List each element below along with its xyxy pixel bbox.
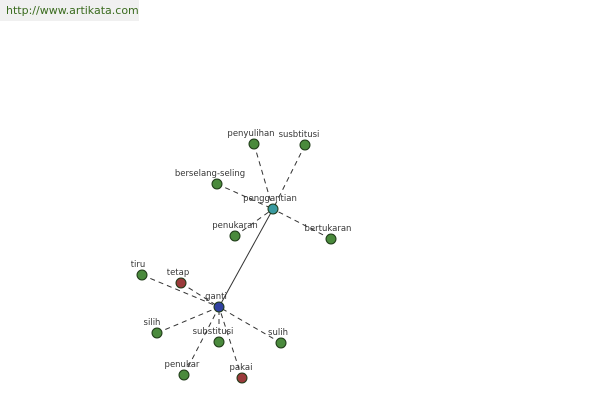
label-substitusi: substitusi (193, 327, 234, 337)
label-bertukaran: bertukaran (305, 224, 352, 234)
node-penukaran (229, 230, 241, 242)
edge-penukar-ganti (183, 306, 220, 376)
node-penukar (178, 369, 190, 381)
node-susbtitusi (299, 139, 311, 151)
edge-penyulihan-penggantian (253, 143, 274, 210)
node-penggantian (267, 203, 279, 215)
edge-susbtitusi-penggantian (272, 144, 306, 210)
node-bertukaran (325, 233, 337, 245)
node-ganti (213, 301, 225, 313)
label-ganti: ganti (205, 292, 227, 302)
node-tetap (175, 277, 187, 289)
label-penukar: penukar (165, 360, 200, 370)
node-tiru (136, 269, 148, 281)
source-link[interactable]: http://www.artikata.com (6, 4, 139, 17)
graph-nodes (136, 138, 337, 384)
label-penggantian: penggantian (243, 194, 297, 204)
node-pakai (236, 372, 248, 384)
edge-tetap-ganti (180, 282, 220, 308)
label-berselang-seling: berselang-seling (175, 169, 245, 179)
label-penyulihan: penyulihan (227, 129, 274, 139)
node-sulih (275, 337, 287, 349)
label-pakai: pakai (230, 363, 253, 373)
edge-silih-ganti (156, 306, 220, 334)
edge-bertukaran-penggantian (272, 208, 332, 240)
label-sulih: sulih (268, 328, 288, 338)
edge-tiru-ganti (141, 274, 220, 308)
edge-berselang-seling-penggantian (216, 183, 274, 210)
edge-sulih-ganti (218, 306, 282, 344)
label-tetap: tetap (167, 268, 190, 278)
label-silih: silih (144, 318, 161, 328)
node-berselang-seling (211, 178, 223, 190)
graph-labels: penyulihan susbtitusi berselang-seling penu… (131, 129, 352, 373)
label-tiru: tiru (131, 260, 146, 270)
node-silih (151, 327, 163, 339)
label-penukaran: penukaran (212, 221, 257, 231)
node-substitusi (213, 336, 225, 348)
label-susbtitusi: susbtitusi (279, 130, 320, 140)
node-penyulihan (248, 138, 260, 150)
source-bar: http://www.artikata.com (0, 0, 139, 21)
graph-edges (141, 143, 332, 379)
edge-penukaran-penggantian (234, 208, 274, 237)
edge-ganti-penggantian (218, 208, 274, 308)
edge-pakai-ganti (218, 306, 243, 379)
